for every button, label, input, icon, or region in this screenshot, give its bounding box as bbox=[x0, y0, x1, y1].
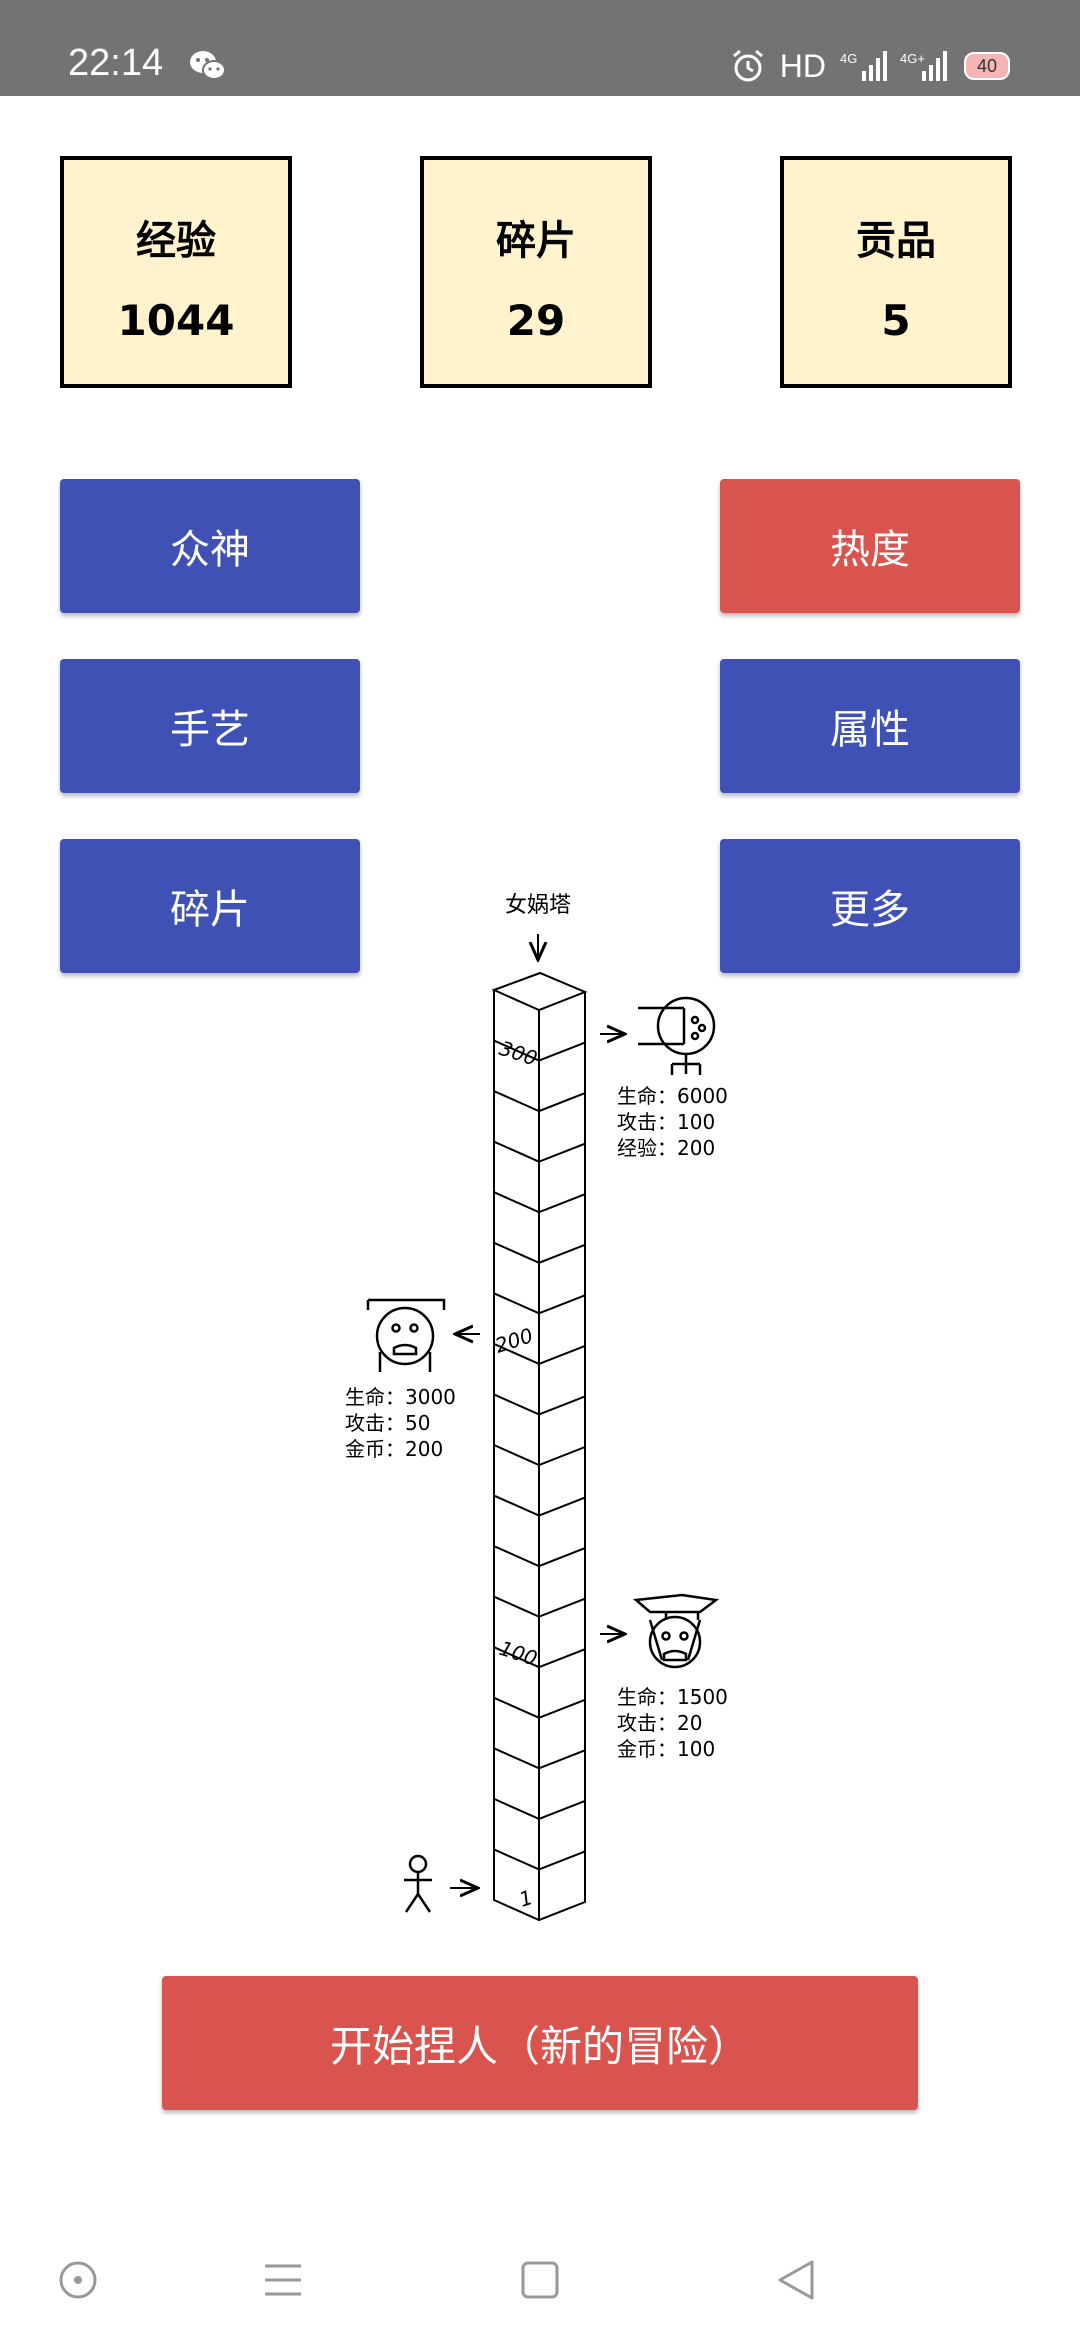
floor-label-1: 1 bbox=[516, 1885, 536, 1912]
player-stick-figure-icon bbox=[404, 1854, 432, 1913]
stat-label: 经验 bbox=[136, 218, 216, 264]
back-triangle-icon[interactable] bbox=[768, 2252, 824, 2308]
svg-text:4G: 4G bbox=[840, 51, 857, 66]
boss-300-hp: 生命：6000 bbox=[617, 1084, 728, 1108]
tower-title: 女娲塔 bbox=[505, 893, 571, 918]
boss-200-hp: 生命：3000 bbox=[345, 1385, 456, 1409]
tower-segment-line bbox=[493, 1595, 586, 1618]
stat-value: 5 bbox=[881, 296, 911, 345]
system-nav-bar bbox=[0, 2220, 1080, 2340]
menu-lines-icon[interactable] bbox=[255, 2252, 311, 2308]
tower-segment-line bbox=[493, 1848, 586, 1871]
tower-segment-line bbox=[493, 1191, 586, 1214]
signal-4g-icon: 4G bbox=[840, 51, 887, 81]
boss-200-icon bbox=[366, 1298, 446, 1372]
tower-segment-line bbox=[493, 1292, 586, 1315]
stat-card-tribute: 贡品 5 bbox=[780, 156, 1012, 388]
status-icons: HD 4G 4G+ 40 bbox=[730, 46, 1010, 86]
boss-200-gold: 金币：200 bbox=[345, 1437, 443, 1461]
nuwa-tower-diagram: 女娲塔 300 200 100 1 生命：6000 攻击：100 经验：200 … bbox=[345, 893, 728, 1922]
tower-top bbox=[491, 971, 588, 1012]
tower-segment-line bbox=[493, 1039, 586, 1062]
tower-segment-line bbox=[493, 1646, 586, 1669]
battery-icon: 40 bbox=[964, 52, 1010, 80]
overview-square-icon[interactable] bbox=[512, 2252, 568, 2308]
stat-card-fragments: 碎片 29 bbox=[420, 156, 652, 388]
svg-text:4G+: 4G+ bbox=[900, 51, 925, 66]
tower-segment-line bbox=[493, 1393, 586, 1416]
tower-segment-line bbox=[493, 1241, 586, 1264]
hd-label: HD bbox=[779, 47, 826, 84]
tower-segment-line bbox=[493, 1545, 586, 1568]
status-bar: 22:14 HD 4G 4G+ 40 bbox=[0, 0, 1080, 96]
boss-100-gold: 金币：100 bbox=[617, 1737, 715, 1761]
tower-body bbox=[493, 990, 586, 1922]
boss-300-atk: 攻击：100 bbox=[617, 1110, 715, 1134]
home-circle-icon[interactable] bbox=[50, 2252, 106, 2308]
tower-segment-line bbox=[493, 1140, 586, 1163]
floor-label-300: 300 bbox=[496, 1036, 540, 1071]
stat-label: 碎片 bbox=[496, 218, 576, 264]
heat-button[interactable]: 热度 bbox=[720, 479, 1020, 613]
more-button[interactable]: 更多 bbox=[720, 839, 1020, 973]
signal-4g-plus-icon: 4G+ bbox=[900, 51, 947, 81]
tower-segment-line bbox=[493, 1342, 586, 1365]
boss-100-icon bbox=[632, 1593, 720, 1669]
tower-segment-line bbox=[493, 1696, 586, 1719]
start-adventure-button[interactable]: 开始捏人（新的冒险） bbox=[162, 1976, 918, 2110]
attributes-button[interactable]: 属性 bbox=[720, 659, 1020, 793]
stat-value: 29 bbox=[506, 296, 566, 345]
alarm-icon bbox=[732, 49, 763, 82]
stat-card-experience: 经验 1044 bbox=[60, 156, 292, 388]
boss-100-atk: 攻击：20 bbox=[617, 1711, 702, 1735]
boss-300-exp: 经验：200 bbox=[617, 1136, 715, 1160]
floor-label-200: 200 bbox=[492, 1323, 536, 1358]
craft-button[interactable]: 手艺 bbox=[60, 659, 360, 793]
tower-segment-line bbox=[493, 1747, 586, 1770]
tower-segment-line bbox=[493, 1090, 586, 1113]
wechat-icon bbox=[190, 51, 226, 80]
tower-segment-line bbox=[493, 1444, 586, 1467]
fragments-button[interactable]: 碎片 bbox=[60, 839, 360, 973]
tower-segment-line bbox=[493, 1797, 586, 1820]
boss-100-hp: 生命：1500 bbox=[617, 1685, 728, 1709]
boss-200-atk: 攻击：50 bbox=[345, 1411, 430, 1435]
floor-label-100: 100 bbox=[496, 1636, 540, 1671]
boss-300-icon bbox=[638, 996, 716, 1075]
status-time: 22:14 bbox=[68, 42, 164, 84]
stat-value: 1044 bbox=[117, 296, 235, 345]
tower-segment-line bbox=[493, 1494, 586, 1517]
stat-label: 贡品 bbox=[856, 218, 936, 264]
gods-button[interactable]: 众神 bbox=[60, 479, 360, 613]
